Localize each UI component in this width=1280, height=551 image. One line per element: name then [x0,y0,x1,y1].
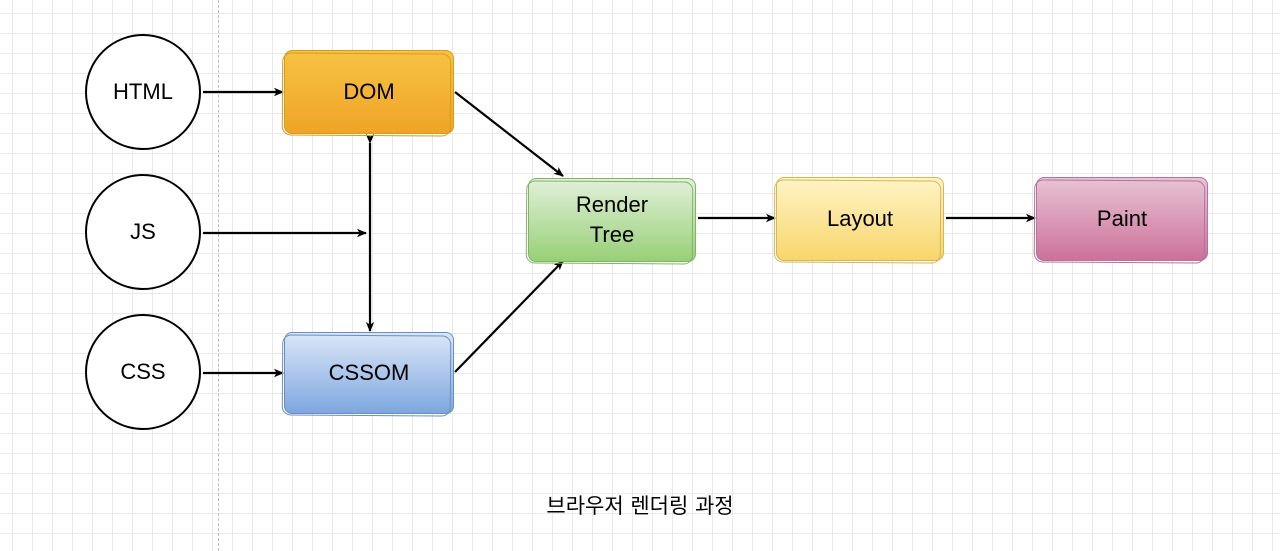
diagram-caption: 브라우저 렌더링 과정 [546,494,734,518]
paint-label: Paint [1096,206,1148,231]
dom-label: DOM [343,79,395,104]
paint-node: Paint [1036,177,1208,261]
render-tree-node: Render Tree [528,178,696,262]
cssom-node: CSSOM [284,332,454,414]
render-tree-label-line2: Tree [589,222,635,247]
css-input-label: CSS [120,359,166,384]
edge-dom-to-render-tree [454,91,564,177]
edge-cssom-to-render-tree [454,260,564,373]
dashed-divider [218,0,219,551]
html-input-node: HTML [85,34,201,150]
dom-node: DOM [284,50,454,134]
css-input-node: CSS [85,314,201,430]
layout-label: Layout [826,206,894,231]
html-input-label: HTML [113,79,173,104]
cssom-label: CSSOM [328,360,410,385]
render-tree-label: Render Tree [576,190,648,250]
layout-node: Layout [776,177,944,261]
render-tree-label-line1: Render [575,192,649,217]
js-input-node: JS [85,174,201,290]
js-input-label: JS [130,219,156,244]
